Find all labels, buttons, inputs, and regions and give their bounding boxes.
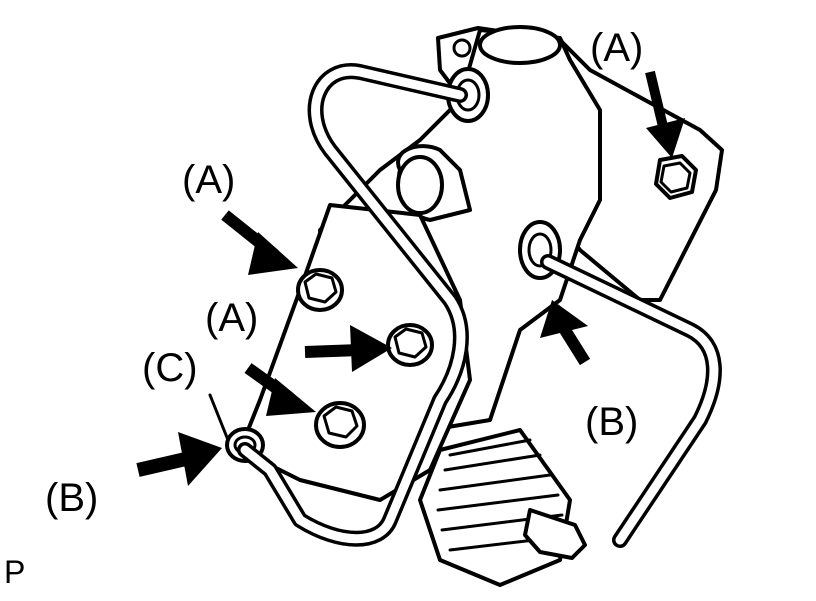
bolt-flange-bottom xyxy=(314,401,366,449)
fuel-pipe-right xyxy=(540,254,722,548)
label-c: (C) xyxy=(142,346,198,390)
label-b-left: (B) xyxy=(45,476,99,520)
stub-face xyxy=(396,155,444,215)
corner-code: P xyxy=(4,554,26,590)
arrow-a-top-right xyxy=(645,70,685,158)
bracket-hole xyxy=(452,38,472,58)
bolt-flange-top xyxy=(296,268,344,312)
arrow-a-lower xyxy=(244,363,316,416)
arrow-a-middle xyxy=(304,325,392,372)
top-cap xyxy=(478,25,562,65)
label-a-left: (A) xyxy=(182,158,236,202)
arrow-b-right xyxy=(540,300,591,366)
solenoid xyxy=(418,428,587,587)
arrow-a-left xyxy=(221,210,298,275)
label-a-top-right: (A) xyxy=(590,26,644,70)
label-b-right: (B) xyxy=(585,400,639,444)
label-a-middle: (A) xyxy=(205,296,259,340)
leader-c xyxy=(208,393,230,442)
bolt-flange-middle xyxy=(386,323,434,367)
bolt-upper-right xyxy=(654,154,698,200)
fuel-pipe-loop xyxy=(237,63,469,547)
arrow-b-left xyxy=(136,432,222,486)
